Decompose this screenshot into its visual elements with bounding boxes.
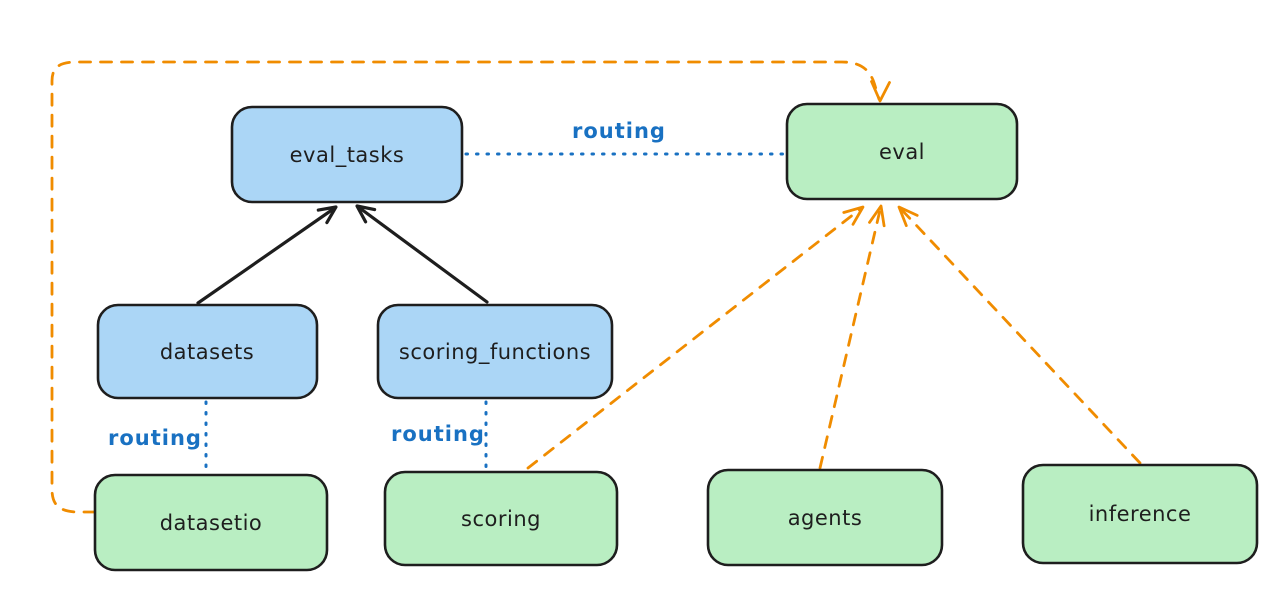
edge-datasets-to-eval-tasks bbox=[196, 205, 338, 305]
node-scoring-functions-label: scoring_functions bbox=[399, 340, 591, 365]
node-datasets-label: datasets bbox=[160, 340, 254, 364]
node-eval-tasks-label: eval_tasks bbox=[290, 143, 405, 168]
node-datasetio: datasetio bbox=[93, 473, 329, 572]
node-datasetio-label: datasetio bbox=[160, 511, 263, 535]
node-scoring: scoring bbox=[383, 470, 619, 567]
node-datasets: datasets bbox=[96, 303, 319, 400]
edge-agents-to-eval bbox=[818, 204, 886, 470]
edge-scoring-functions-to-eval-tasks-line bbox=[357, 205, 489, 304]
node-scoring-label: scoring bbox=[461, 507, 541, 531]
edge-inference-to-eval bbox=[897, 205, 1142, 465]
node-scoring-box bbox=[383, 470, 619, 567]
edge-scoring-functions-to-eval-tasks bbox=[355, 204, 489, 304]
node-inference-box bbox=[1021, 463, 1259, 565]
node-eval-tasks-box bbox=[230, 105, 464, 204]
arrowhead-inference-eval-icon bbox=[897, 205, 919, 227]
node-eval-label: eval bbox=[879, 140, 925, 164]
node-scoring-functions-box bbox=[376, 303, 614, 400]
node-datasets-box bbox=[96, 303, 319, 400]
arrowhead-datasetio-eval-icon bbox=[870, 80, 891, 103]
node-inference: inference bbox=[1021, 463, 1259, 565]
arrowhead-scoring-eval-icon bbox=[842, 205, 865, 226]
routing-label-middle: routing bbox=[391, 422, 485, 446]
edge-inference-to-eval-line bbox=[899, 207, 1142, 465]
node-datasetio-box bbox=[93, 473, 329, 572]
edge-datasetio-to-eval-line bbox=[50, 60, 881, 514]
routing-label-top: routing bbox=[572, 119, 666, 143]
node-agents-box bbox=[706, 468, 944, 567]
node-agents-label: agents bbox=[788, 506, 863, 530]
node-eval: eval bbox=[785, 102, 1019, 201]
edge-datasets-to-eval-tasks-line bbox=[196, 206, 336, 305]
node-scoring-functions: scoring_functions bbox=[376, 303, 614, 400]
arrowhead-agents-eval-icon bbox=[868, 204, 886, 228]
arrowhead-scoringfns-evaltasks-icon bbox=[355, 204, 377, 224]
node-eval-box bbox=[785, 102, 1019, 201]
edge-scoring-to-eval bbox=[526, 205, 865, 470]
node-inference-label: inference bbox=[1089, 502, 1192, 526]
arrowhead-datasets-evaltasks-icon bbox=[316, 205, 338, 225]
edge-scoring-to-eval-line bbox=[526, 207, 863, 470]
routing-label-left: routing bbox=[108, 426, 202, 450]
node-eval-tasks: eval_tasks bbox=[230, 105, 464, 204]
node-agents: agents bbox=[706, 468, 944, 567]
edge-datasetio-to-eval bbox=[50, 60, 891, 514]
edge-agents-to-eval-line bbox=[818, 206, 882, 470]
